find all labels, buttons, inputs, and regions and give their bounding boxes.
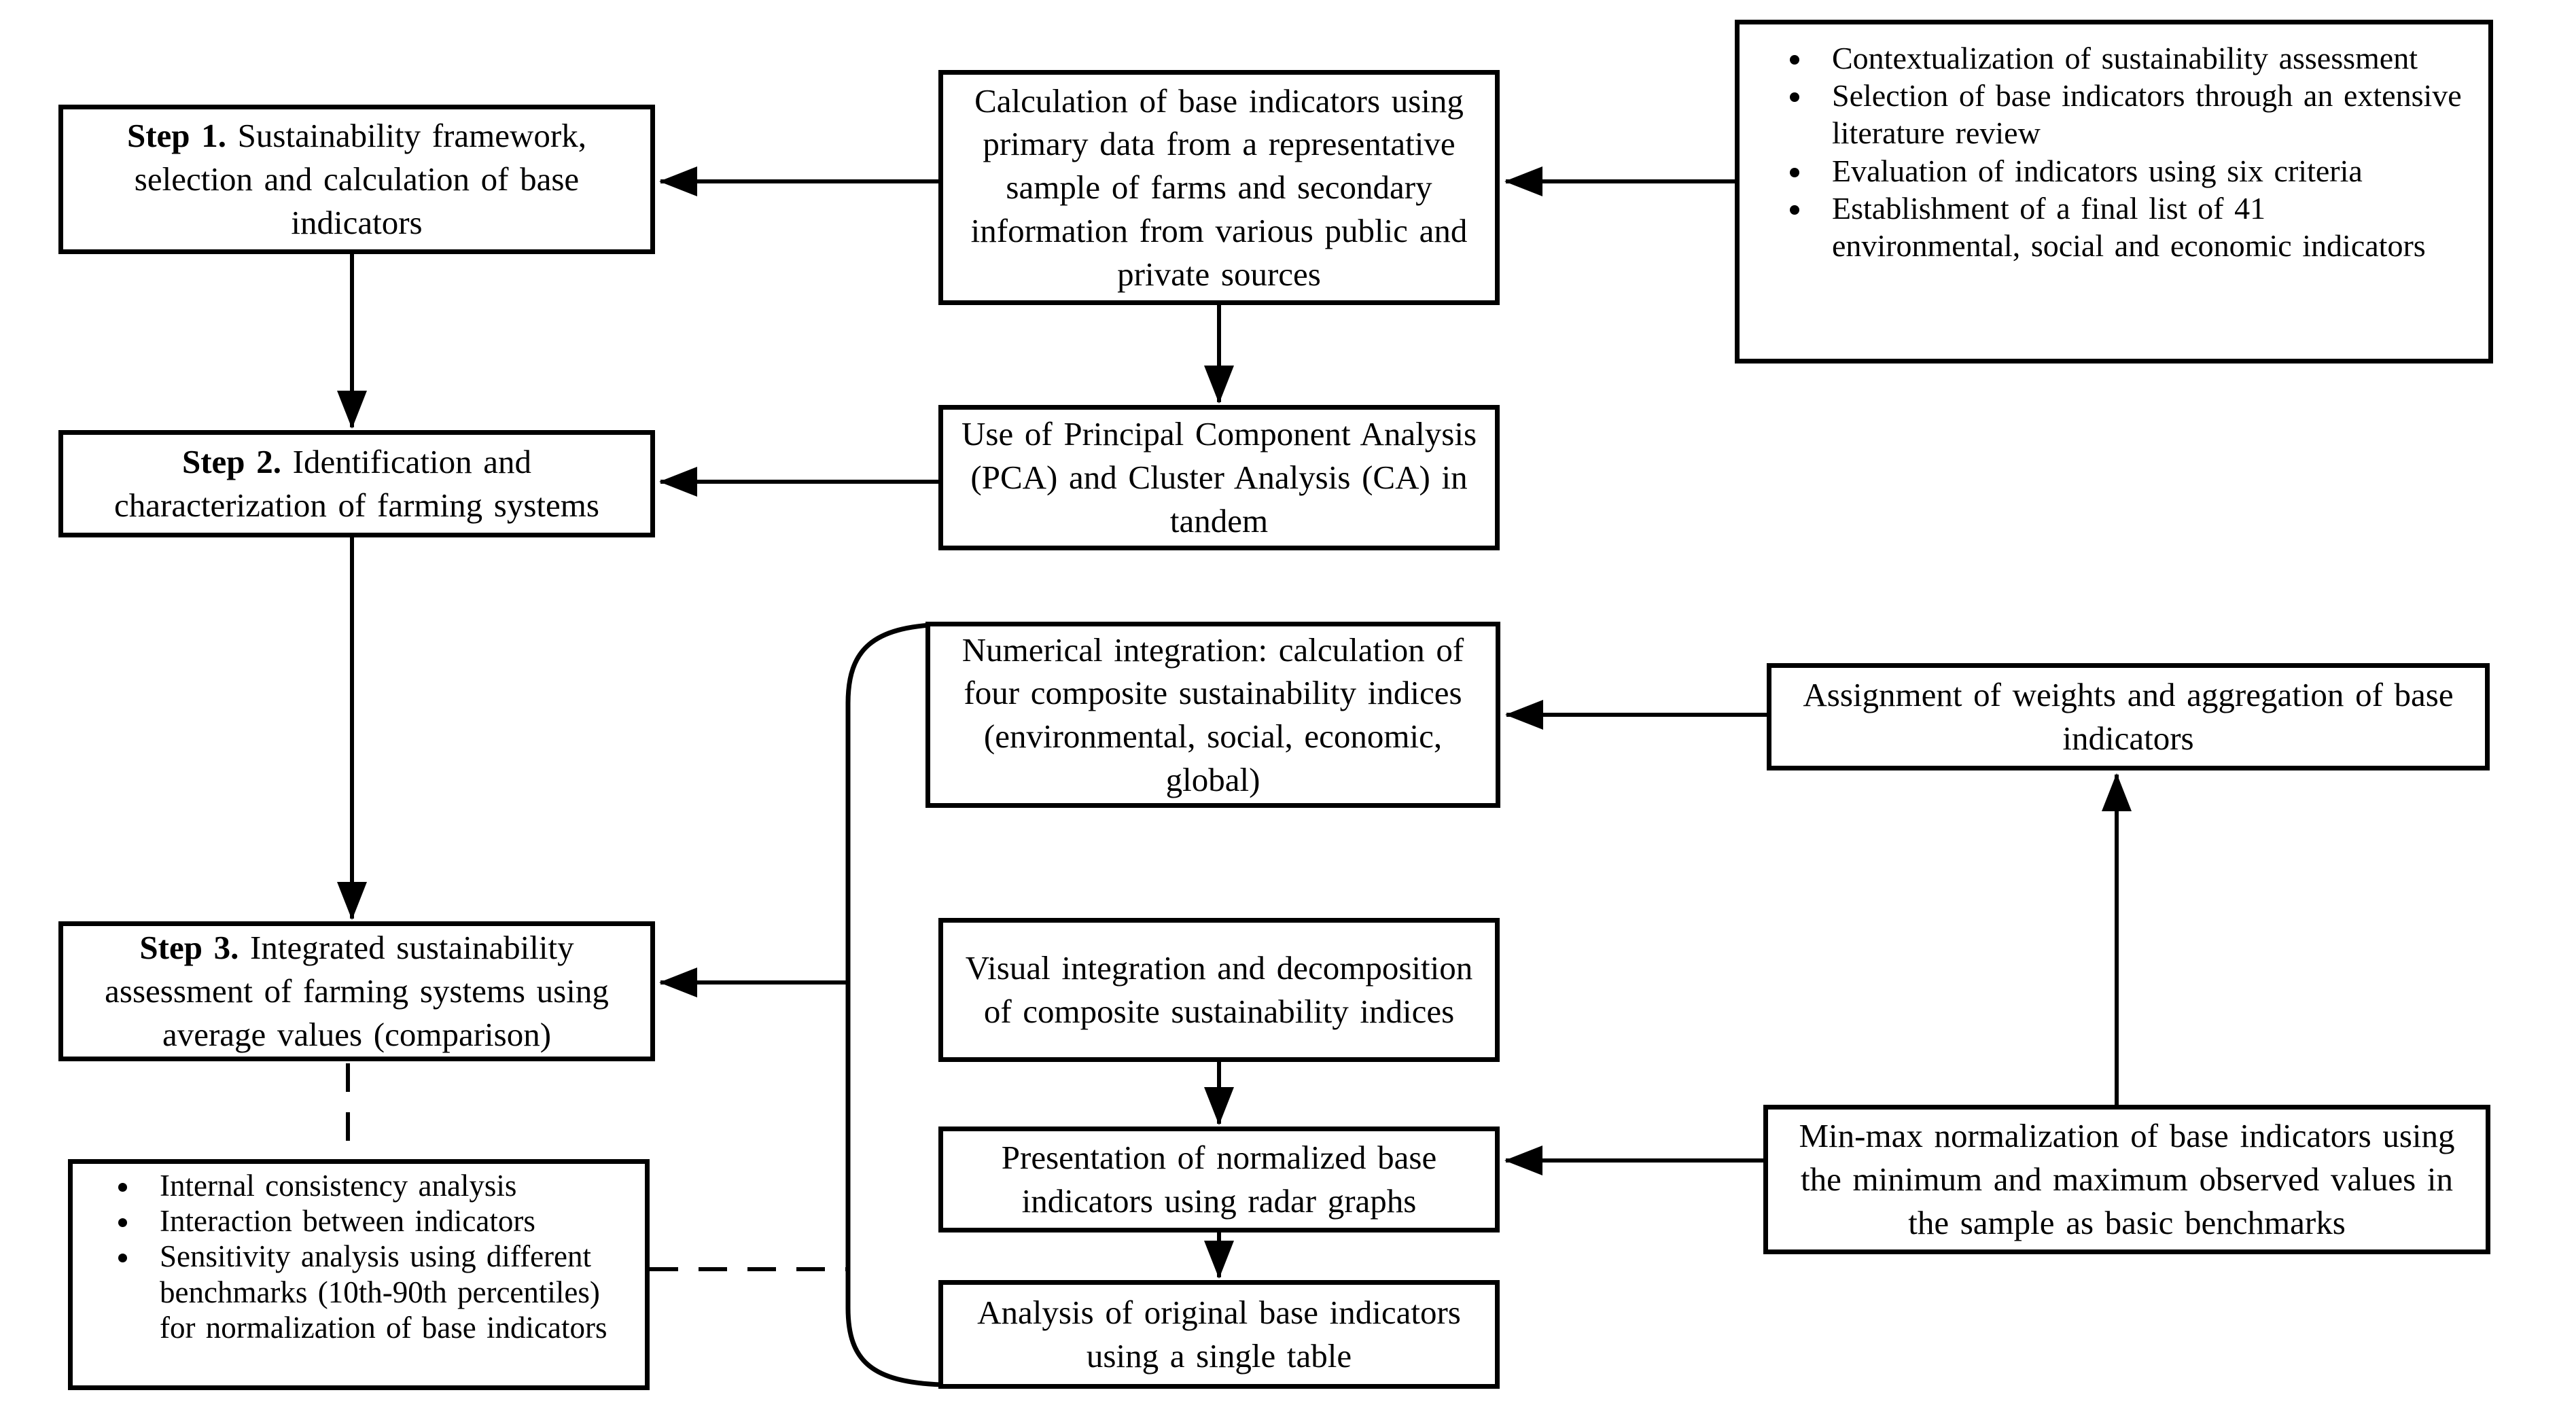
pca-text: Use of Principal Component Analysis (PCA… xyxy=(961,415,1477,539)
step3-description: Integrated sustainability assessment of … xyxy=(105,929,609,1053)
analysis-box: Analysis of original base indicators usi… xyxy=(938,1280,1500,1389)
minmax-text: Min-max normalization of base indicators… xyxy=(1799,1117,2455,1241)
bullet-item: Selection of base indicators through an … xyxy=(1813,77,2464,152)
bullet-item: Internal consistency analysis xyxy=(141,1168,626,1203)
sensitivity-bullet-list: Internal consistency analysisInteraction… xyxy=(92,1168,626,1345)
numerical-integration-text: Numerical integration: calculation of fo… xyxy=(961,631,1464,798)
step1-text: Step 1. Sustainability framework, select… xyxy=(77,114,637,244)
step3-label: Step 3. xyxy=(139,929,239,967)
numerical-integration-box: Numerical integration: calculation of fo… xyxy=(925,622,1500,808)
step1-box: Step 1. Sustainability framework, select… xyxy=(58,105,655,254)
step3-box: Step 3. Integrated sustainability assess… xyxy=(58,921,655,1061)
sensitivity-bullet-box: Internal consistency analysisInteraction… xyxy=(68,1159,650,1390)
assignment-text: Assignment of weights and aggregation of… xyxy=(1803,676,2454,757)
integration-bracket xyxy=(845,622,942,1387)
visual-integration-box: Visual integration and decomposition of … xyxy=(938,918,1500,1062)
minmax-box: Min-max normalization of base indicators… xyxy=(1763,1105,2490,1254)
step2-description: Identification and characterization of f… xyxy=(114,443,599,524)
assignment-box: Assignment of weights and aggregation of… xyxy=(1767,663,2490,770)
step1-description: Sustainability framework, selection and … xyxy=(134,117,586,241)
bullet-item: Evaluation of indicators using six crite… xyxy=(1813,152,2464,190)
bullet-item: Sensitivity analysis using different ben… xyxy=(141,1239,626,1345)
context-bullet-list: Contextualization of sustainability asse… xyxy=(1764,39,2464,264)
bullet-item: Interaction between indicators xyxy=(141,1203,626,1239)
pca-box: Use of Principal Component Analysis (PCA… xyxy=(938,405,1500,550)
step1-label: Step 1. xyxy=(126,117,226,155)
step2-text: Step 2. Identification and characterizat… xyxy=(77,440,637,527)
step3-text: Step 3. Integrated sustainability assess… xyxy=(77,926,637,1056)
presentation-text: Presentation of normalized base indicato… xyxy=(1001,1139,1437,1220)
analysis-text: Analysis of original base indicators usi… xyxy=(977,1294,1461,1375)
context-bullet-box: Contextualization of sustainability asse… xyxy=(1735,20,2493,363)
calc-text: Calculation of base indicators using pri… xyxy=(970,82,1468,293)
visual-integration-text: Visual integration and decomposition of … xyxy=(965,949,1473,1030)
bullet-item: Establishment of a final list of 41 envi… xyxy=(1813,190,2464,264)
step2-label: Step 2. xyxy=(181,443,281,481)
calc-box: Calculation of base indicators using pri… xyxy=(938,70,1500,305)
bullet-item: Contextualization of sustainability asse… xyxy=(1813,39,2464,77)
step2-box: Step 2. Identification and characterizat… xyxy=(58,430,655,537)
presentation-box: Presentation of normalized base indicato… xyxy=(938,1127,1500,1232)
